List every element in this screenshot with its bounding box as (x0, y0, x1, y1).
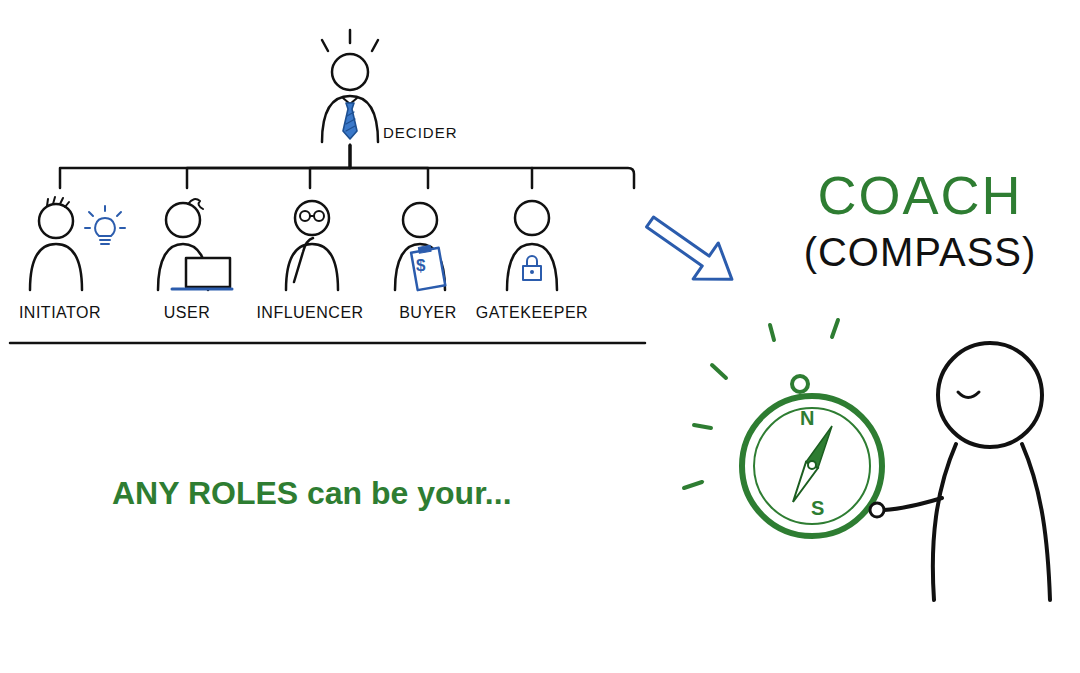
node-label: USER (115, 304, 259, 322)
node-sublabel: (COMPASS) (770, 230, 1070, 274)
initiator-figure (30, 197, 125, 290)
role-node: USER (125, 188, 249, 328)
role-node: BUYER (366, 188, 490, 328)
compass-letter: N (800, 407, 820, 429)
decider-figure (322, 30, 378, 142)
compass-symbol (684, 320, 882, 536)
node-label: GATEKEEPER (460, 304, 604, 322)
hierarchy-connector (310, 145, 350, 188)
pointer-arrow (637, 204, 744, 297)
buyer-figure (395, 203, 445, 290)
role-node: INFLUENCER (248, 188, 372, 328)
node-label: DECIDER (383, 125, 483, 142)
hierarchy-connector (60, 145, 350, 188)
influencer-figure (286, 201, 338, 290)
coach-figure (870, 343, 1050, 600)
compass-letter: S (811, 497, 831, 519)
node-label: COACH (770, 166, 1070, 225)
tree-bracket (532, 168, 634, 188)
base-line (10, 342, 645, 345)
node-label: INFLUENCER (238, 304, 382, 322)
hierarchy-connector (350, 145, 428, 188)
coach-node: COACH (COMPASS) (770, 160, 1070, 285)
node-label: INITIATOR (0, 304, 132, 322)
decider-node: DECIDER (240, 30, 460, 145)
hierarchy-connector (350, 145, 532, 188)
role-node: GATEKEEPER (470, 188, 594, 328)
user-figure (158, 199, 232, 290)
hierarchy-connector (187, 145, 350, 188)
note-text: ANY ROLES can be your... (112, 476, 692, 511)
gatekeeper-figure (507, 201, 557, 290)
role-node: INITIATOR (0, 188, 122, 328)
currency-symbol: $ (416, 257, 436, 276)
